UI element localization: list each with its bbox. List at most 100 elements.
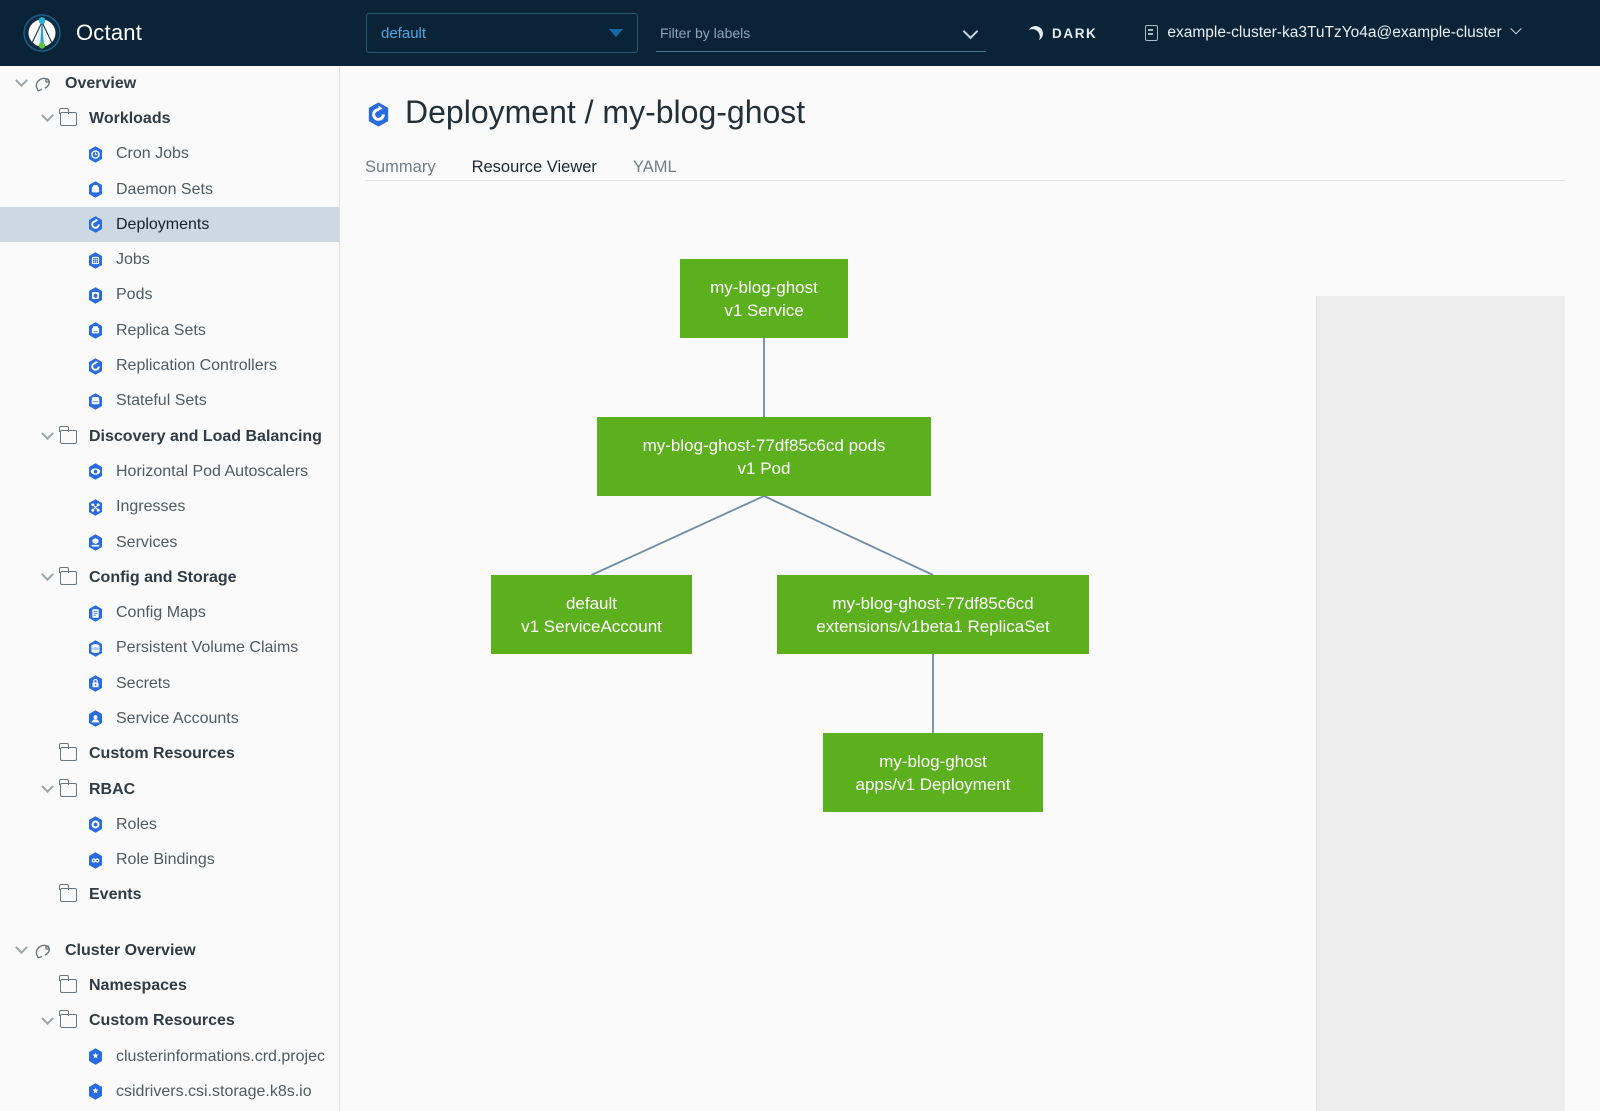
sidebar-item-csidrivers-csi-storage-k8s-io[interactable]: csidrivers.csi.storage.k8s.io: [0, 1074, 339, 1109]
sidebar-item-label: Discovery and Load Balancing: [89, 427, 322, 445]
folder-icon: [59, 1010, 77, 1029]
k8s-crd-icon: [86, 1047, 105, 1066]
sidebar-item-replica-sets[interactable]: Replica Sets: [0, 313, 339, 348]
sidebar-item-label: Horizontal Pod Autoscalers: [116, 462, 309, 480]
folder-icon: [59, 975, 77, 994]
sidebar-item-clusterinformations-crd-projec[interactable]: clusterinformations.crd.projec: [0, 1039, 339, 1074]
chevron-down-icon[interactable]: [34, 109, 60, 123]
tab-summary[interactable]: Summary: [365, 158, 436, 176]
sidebar-item-cron-jobs[interactable]: Cron Jobs: [0, 137, 339, 172]
sidebar-item-ingresses[interactable]: Ingresses: [0, 490, 339, 525]
sidebar-item-events[interactable]: Events: [0, 878, 339, 913]
sidebar-item-workloads[interactable]: Workloads: [0, 101, 339, 136]
graph-edge-pod-to-replicaset: [763, 495, 934, 576]
overview-icon: [34, 75, 54, 92]
sidebar-item-service-accounts[interactable]: Service Accounts: [0, 701, 339, 736]
graph-edge-pod-to-serviceaccount: [591, 495, 765, 576]
sidebar-item-custom-resources[interactable]: Custom Resources: [0, 1004, 339, 1039]
graph-node-name: my-blog-ghost: [879, 751, 987, 771]
k8s-cronjob-icon: [86, 145, 105, 164]
sidebar-item-label: Daemon Sets: [116, 180, 213, 198]
sidebar-item-pods[interactable]: Pods: [0, 278, 339, 313]
folder-icon: [59, 107, 77, 126]
cluster-name: example-cluster-ka3TuTzYo4a@example-clus…: [1167, 24, 1502, 41]
sidebar-item-label: Ingresses: [116, 498, 186, 516]
sidebar-item-label: Persistent Volume Claims: [116, 639, 299, 657]
sidebar-item-daemon-sets[interactable]: Daemon Sets: [0, 172, 339, 207]
brand[interactable]: Octant: [0, 13, 340, 53]
chevron-down-icon: [962, 23, 979, 40]
k8s-deployment-icon: [365, 99, 392, 127]
sidebar-item-label: Pods: [116, 286, 153, 304]
k8s-crd-icon: [86, 1082, 105, 1101]
octant-beacon-logo-icon: [22, 13, 62, 53]
sidebar-item-namespaces[interactable]: Namespaces: [0, 968, 339, 1003]
graph-node-name: my-blog-ghost-77df85c6cd pods: [642, 435, 886, 455]
sidebar-item-secrets[interactable]: Secrets: [0, 666, 339, 701]
graph-node-name: my-blog-ghost-77df85c6cd: [832, 593, 1034, 613]
sidebar-item-horizontal-pod-autoscalers[interactable]: Horizontal Pod Autoscalers: [0, 454, 339, 489]
sidebar-item-replication-controllers[interactable]: Replication Controllers: [0, 348, 339, 383]
sidebar-item-label: csidrivers.csi.storage.k8s.io: [116, 1082, 312, 1100]
sidebar-item-label: Stateful Sets: [116, 392, 207, 410]
sidebar-item-label: Service Accounts: [116, 709, 239, 727]
sidebar-item-config-and-storage[interactable]: Config and Storage: [0, 560, 339, 595]
chevron-down-icon[interactable]: [34, 427, 60, 441]
theme-toggle-label: DARK: [1052, 25, 1098, 41]
k8s-role-icon: [86, 815, 105, 834]
chevron-down-icon: [1509, 23, 1522, 35]
sidebar-item-roles[interactable]: Roles: [0, 807, 339, 842]
k8s-replicationcontroller-icon: [86, 357, 105, 376]
sidebar-item-label: Custom Resources: [89, 745, 235, 763]
graph-node-deployment[interactable]: my-blog-ghost apps/v1 Deployment: [823, 733, 1043, 812]
page-title: Deployment / my-blog-ghost: [341, 66, 1600, 131]
chevron-down-icon[interactable]: [34, 568, 60, 582]
sidebar-item-custom-resources[interactable]: Custom Resources: [0, 737, 339, 772]
label-filter-placeholder: Filter by labels: [660, 24, 751, 41]
k8s-secret-icon: [86, 674, 105, 693]
sidebar-item-label: clusterinformations.crd.projec: [116, 1047, 325, 1065]
label-filter-input[interactable]: Filter by labels: [656, 14, 986, 52]
sidebar-item-rbac[interactable]: RBAC: [0, 772, 339, 807]
resource-viewer-side-panel: [1316, 296, 1565, 1111]
k8s-job-icon: [86, 251, 105, 270]
chevron-down-icon[interactable]: [8, 941, 34, 955]
sidebar-item-persistent-volume-claims[interactable]: Persistent Volume Claims: [0, 631, 339, 666]
namespace-select[interactable]: default: [366, 13, 638, 53]
sidebar-item-cluster-overview[interactable]: Cluster Overview: [0, 933, 339, 968]
chevron-down-icon[interactable]: [34, 780, 60, 794]
sidebar-item-deployments[interactable]: Deployments: [0, 207, 339, 243]
sidebar-item-label: Events: [89, 886, 142, 904]
sidebar-item-label: Secrets: [116, 674, 171, 692]
graph-node-name: my-blog-ghost: [710, 277, 818, 297]
folder-icon: [59, 566, 77, 585]
sidebar-item-label: Jobs: [116, 251, 150, 269]
caret-down-icon: [609, 29, 623, 37]
chevron-down-icon[interactable]: [34, 1012, 60, 1026]
graph-node-kind: apps/v1 Deployment: [855, 774, 1011, 794]
cluster-selector[interactable]: example-cluster-ka3TuTzYo4a@example-clus…: [1145, 23, 1522, 42]
folder-icon: [59, 425, 77, 444]
folder-icon: [59, 743, 77, 762]
sidebar-item-jobs[interactable]: Jobs: [0, 242, 339, 277]
chevron-down-icon[interactable]: [8, 74, 34, 88]
resource-graph-edges: [591, 338, 934, 733]
sidebar-item-role-bindings[interactable]: Role Bindings: [0, 843, 339, 878]
sidebar-item-services[interactable]: Services: [0, 525, 339, 560]
theme-toggle-button[interactable]: DARK: [1028, 26, 1097, 41]
sidebar-item-label: Replication Controllers: [116, 357, 277, 375]
sidebar-item-label: Overview: [65, 74, 137, 92]
sidebar-item-overview[interactable]: Overview: [0, 66, 339, 101]
sidebar-item-config-maps[interactable]: Config Maps: [0, 595, 339, 630]
tab-yaml[interactable]: YAML: [632, 158, 677, 176]
sidebar-item-stateful-sets[interactable]: Stateful Sets: [0, 384, 339, 419]
cluster-icon: [1145, 25, 1159, 41]
sidebar-spacer: [0, 913, 339, 933]
sidebar-item-discovery-and-load-balancing[interactable]: Discovery and Load Balancing: [0, 419, 339, 454]
